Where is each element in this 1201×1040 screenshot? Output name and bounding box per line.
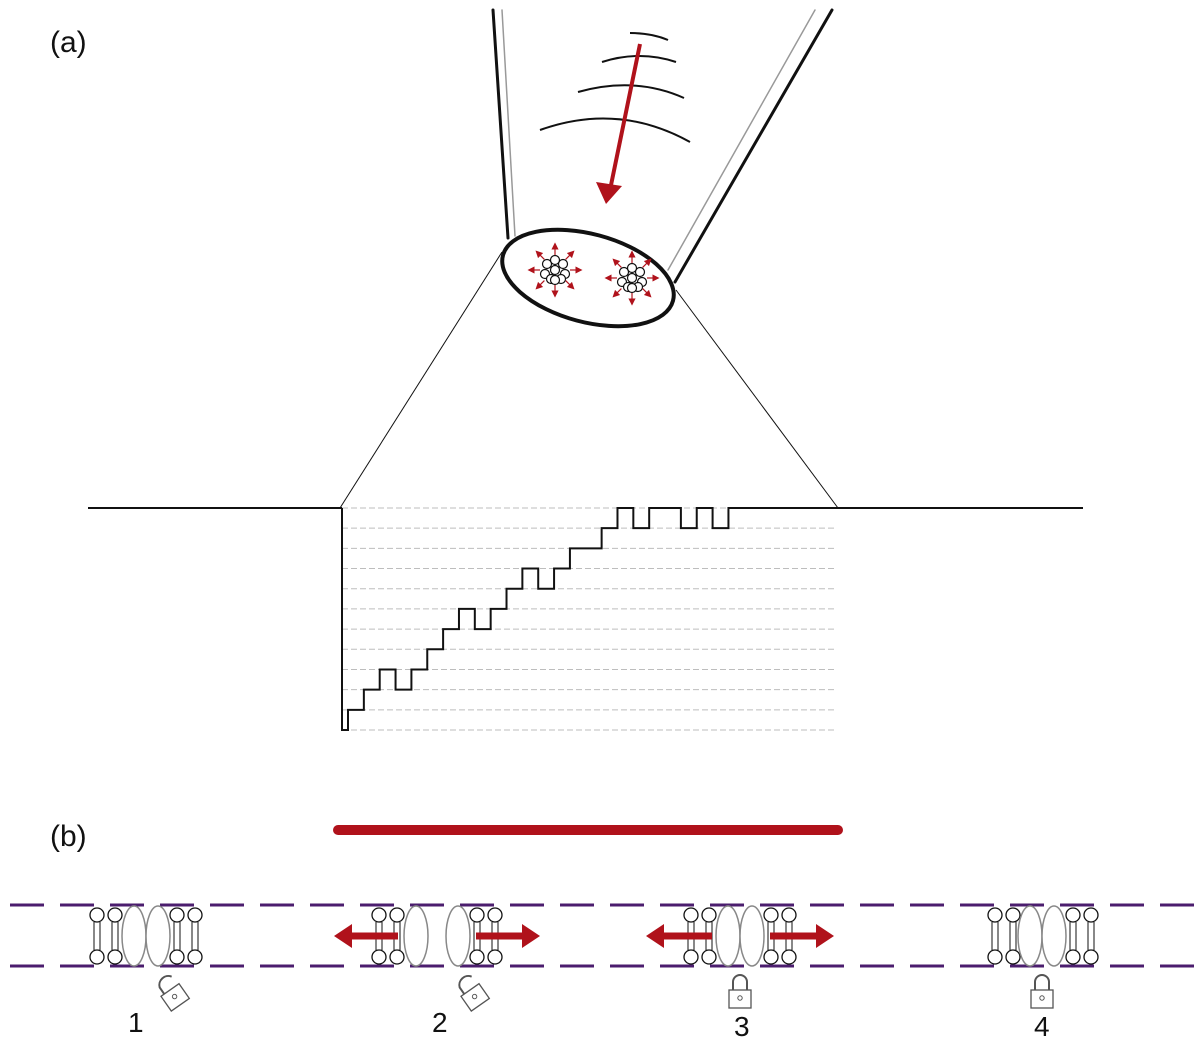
zoom-line-left [339,251,503,509]
current-trace [341,507,836,731]
trace-grid [342,507,836,731]
sound-wave-icon [539,32,691,143]
step-label: 4 [1034,1011,1050,1040]
protein-cluster [604,250,660,306]
lock-open-icon [458,975,491,1012]
arrow-icon [476,924,540,948]
channel-step-3 [646,905,834,1009]
panel-b-label: (b) [50,820,87,853]
arrow-icon [334,924,398,948]
step-label: 1 [128,1007,144,1038]
channel-step-1 [89,905,203,1012]
step-label: 3 [734,1011,750,1040]
channel-step-2 [334,905,540,1012]
step-label: 2 [432,1007,448,1038]
arrow-icon [770,924,834,948]
arrow-icon [646,924,712,948]
zoom-line-right [675,289,839,509]
channel-step-4 [987,905,1099,1009]
lock-open-icon [158,975,191,1012]
force-arrow [596,43,642,204]
lock-closed-icon [728,974,752,1009]
protein-cluster [527,242,583,298]
panel-a-label: (a) [50,26,87,59]
lock-closed-icon [1030,974,1054,1009]
pipette-icon [491,8,834,329]
